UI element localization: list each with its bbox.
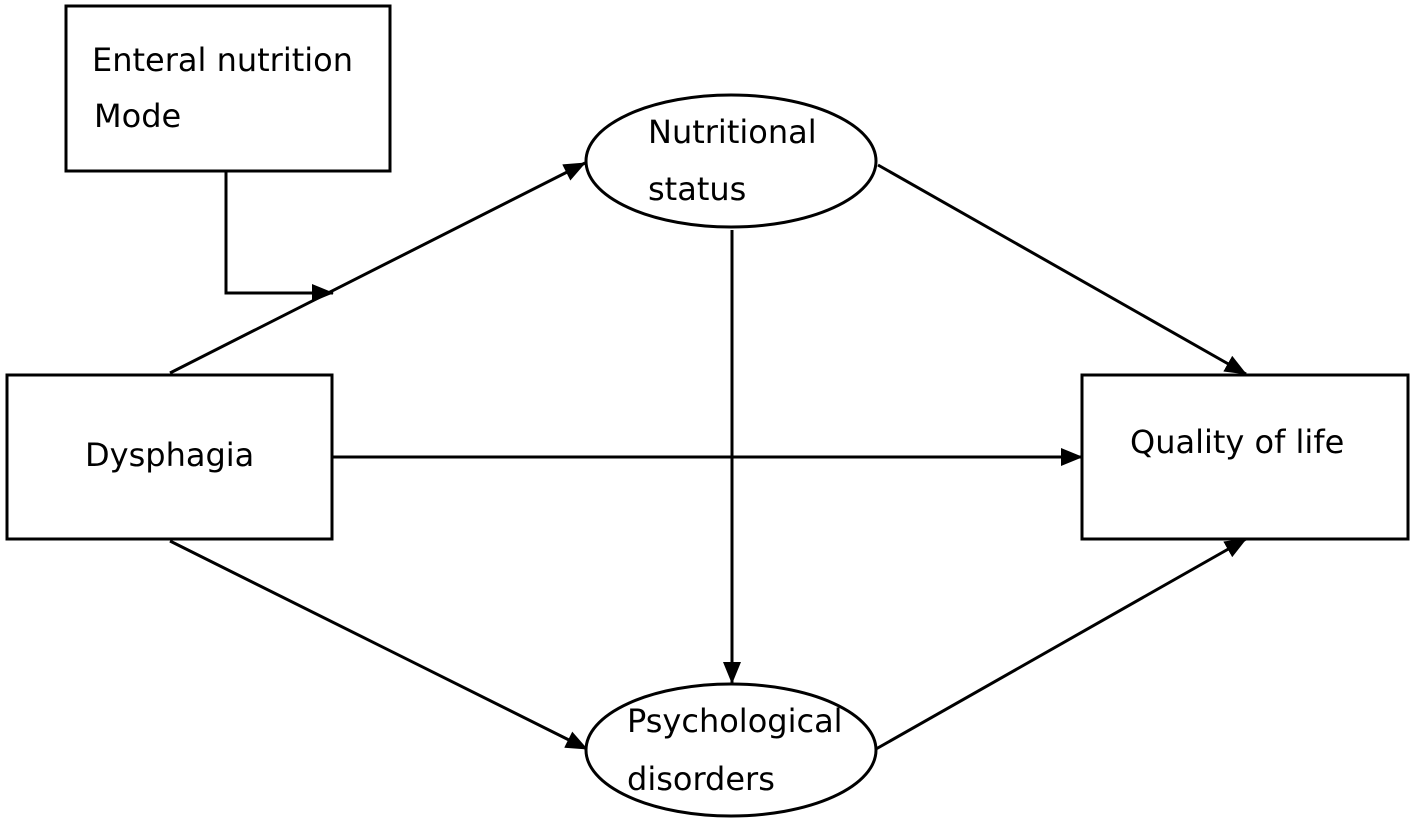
edge-nutritional-status-to-quality-of-life: [877, 163, 1247, 376]
dysphagia-label: Dysphagia: [85, 436, 254, 474]
edge-enteral-to-path: [224, 172, 334, 302]
node-nutritional-status: Nutritional status: [584, 93, 878, 229]
edge-dysphagia-to-nutritional-status: [169, 161, 586, 375]
node-quality-of-life: Quality of life: [1080, 373, 1410, 541]
nutritional-status-line2: status: [648, 170, 746, 208]
node-psychological-disorders: Psychological disorders: [584, 682, 878, 818]
edge-psychological-disorders-to-quality-of-life: [875, 537, 1247, 751]
enteral-nutrition-mode-line2: Mode: [94, 97, 181, 135]
quality-of-life-label: Quality of life: [1130, 423, 1344, 461]
edges: [169, 161, 1247, 751]
nutritional-status-line1: Nutritional: [648, 113, 817, 151]
psychological-disorders-line2: disorders: [627, 760, 775, 798]
node-enteral-nutrition-mode: Enteral nutrition Mode: [64, 4, 392, 173]
enteral-nutrition-mode-line1: Enteral nutrition: [92, 41, 353, 79]
psychological-disorders-line1: Psychological: [627, 702, 843, 740]
edge-dysphagia-to-psychological-disorders: [169, 539, 588, 751]
node-dysphagia: Dysphagia: [5, 373, 334, 541]
